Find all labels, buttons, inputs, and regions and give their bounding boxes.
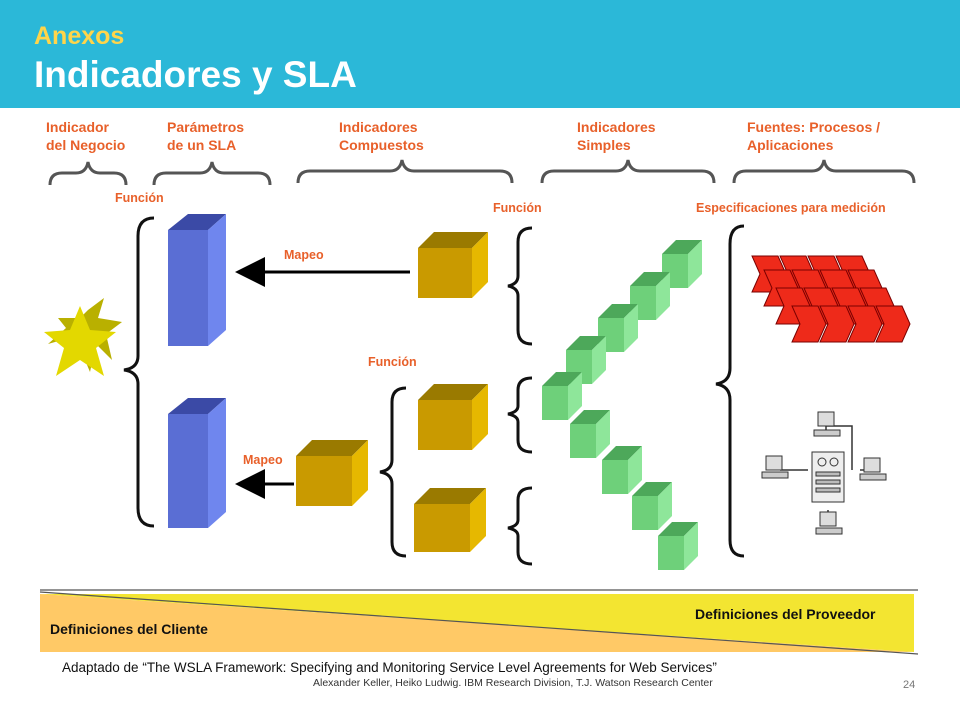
gold-cube-sla	[296, 440, 368, 506]
label-function-mid: Función	[493, 201, 542, 215]
credit-authors: Alexander Keller, Heiko Ludwig. IBM Rese…	[313, 677, 713, 689]
gold-cube-top	[418, 232, 488, 298]
star-icon	[44, 298, 122, 376]
header-band: Anexos Indicadores y SLA	[0, 0, 960, 108]
label-function-left: Función	[115, 191, 164, 205]
green-cube	[662, 240, 702, 288]
credit-line: Adaptado de “The WSLA Framework: Specify…	[62, 660, 717, 675]
process-arrows-icon	[751, 255, 911, 343]
brace-business	[48, 161, 128, 186]
label-mapping-bottom: Mapeo	[243, 453, 283, 467]
slide-subtitle: Anexos	[34, 22, 125, 50]
blue-bar-bottom	[168, 398, 226, 528]
computer-icon	[813, 411, 841, 437]
band-diagonal	[39, 591, 919, 655]
provider-definitions-label: Definiciones del Proveedor	[695, 606, 876, 622]
brace-simple-mid	[507, 376, 533, 454]
green-cube	[602, 446, 642, 494]
computer-icon	[761, 455, 789, 479]
blue-bar-top	[168, 214, 226, 346]
category-braces	[48, 159, 916, 186]
gold-cube-lower-1	[418, 384, 488, 450]
server-rack-icon	[811, 451, 845, 503]
brace-left-big	[123, 216, 155, 528]
computer-icon	[815, 511, 843, 535]
slide-title: Indicadores y SLA	[34, 54, 357, 95]
green-cube	[658, 522, 698, 570]
brace-sources-big	[715, 224, 745, 558]
label-measurement-specs: Especificaciones para medición	[696, 201, 886, 215]
brace-sources	[732, 159, 916, 184]
green-cube	[632, 482, 672, 530]
page-number: 24	[903, 679, 916, 691]
gold-cube-lower-2	[414, 488, 486, 552]
computer-icon	[859, 457, 887, 481]
brace-simple-top	[507, 226, 533, 346]
brace-composite	[296, 159, 514, 184]
label-mapping-top: Mapeo	[284, 248, 324, 262]
green-cube	[542, 372, 582, 420]
brace-simple	[540, 159, 716, 184]
computer-network-icon	[761, 411, 887, 535]
brace-sla	[152, 161, 272, 186]
brace-simple-bottom	[507, 486, 533, 566]
label-function-center: Función	[368, 355, 417, 369]
green-cube	[570, 410, 610, 458]
category-sources: Fuentes: Procesos /Aplicaciones	[747, 119, 881, 153]
brace-center-lower	[379, 386, 407, 558]
client-definitions-label: Definiciones del Cliente	[50, 621, 208, 637]
